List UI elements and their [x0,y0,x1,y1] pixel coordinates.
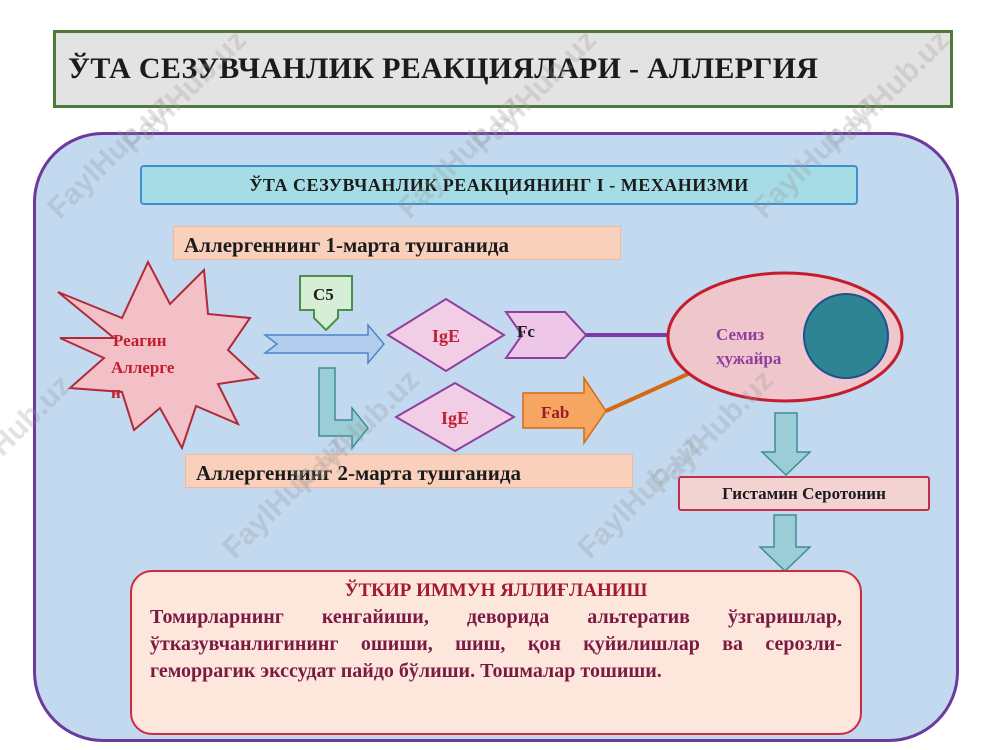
first-exposure-label: Аллергеннинг 1-марта тушганида [173,226,621,260]
fab-arrow [522,375,607,446]
mast-cell-line2: ҳужайра [716,349,782,368]
result-box: ЎТКИР ИММУН ЯЛЛИҒЛАНИШ Томирларнинг кенг… [130,570,862,735]
ige-bottom-label: IgE [441,408,469,428]
fab-connector-line [605,371,691,413]
bent-arrow [318,367,369,451]
mediators-text: Гистамин Серотонин [722,483,886,503]
mechanism-header: ЎТА СЕЗУВЧАНЛИК РЕАКЦИЯНИНГ I - МЕХАНИЗМ… [140,165,858,205]
ige-bottom-diamond [393,381,517,453]
mast-cell-nucleus [803,293,889,379]
c5-callout [299,275,353,332]
result-title: ЎТКИР ИММУН ЯЛЛИҒЛАНИШ [344,580,648,601]
first-exposure-text: Аллергеннинг 1-марта тушганида [184,233,509,257]
result-text: Томирларнинг кенгайиши, деворида альтера… [150,606,842,682]
fc-label: Fc [517,322,535,341]
mast-cell-line1: Семиз [716,325,764,344]
page-title: ЎТА СЕЗУВЧАНЛИК РЕАКЦИЯЛАРИ - АЛЛЕРГИЯ [53,30,953,108]
ige-top-label: IgE [432,326,460,346]
second-exposure-text: Аллергеннинг 2-марта тушганида [196,461,521,485]
mediators-box: Гистамин Серотонин [678,476,930,511]
second-exposure-label: Аллергеннинг 2-марта тушганида [185,454,633,488]
arrow-down-to-result [758,514,812,573]
page-title-text: ЎТА СЕЗУВЧАНЛИК РЕАКЦИЯЛАРИ - АЛЛЕРГИЯ [68,52,819,85]
allergen-star [57,259,261,451]
allergen-line3: н [111,383,121,402]
fab-label: Fab [541,403,569,422]
mechanism-header-text: ЎТА СЕЗУВЧАНЛИК РЕАКЦИЯНИНГ I - МЕХАНИЗМ… [249,174,749,195]
allergen-line1: Реагин [113,331,167,350]
arrow-down-to-mediators [760,412,812,477]
allergen-line2: Аллерге [111,358,175,377]
arrow-to-ige-top [262,322,385,366]
fc-chevron [504,311,588,359]
ige-top-diamond [386,297,506,373]
c5-label: С5 [313,285,334,304]
